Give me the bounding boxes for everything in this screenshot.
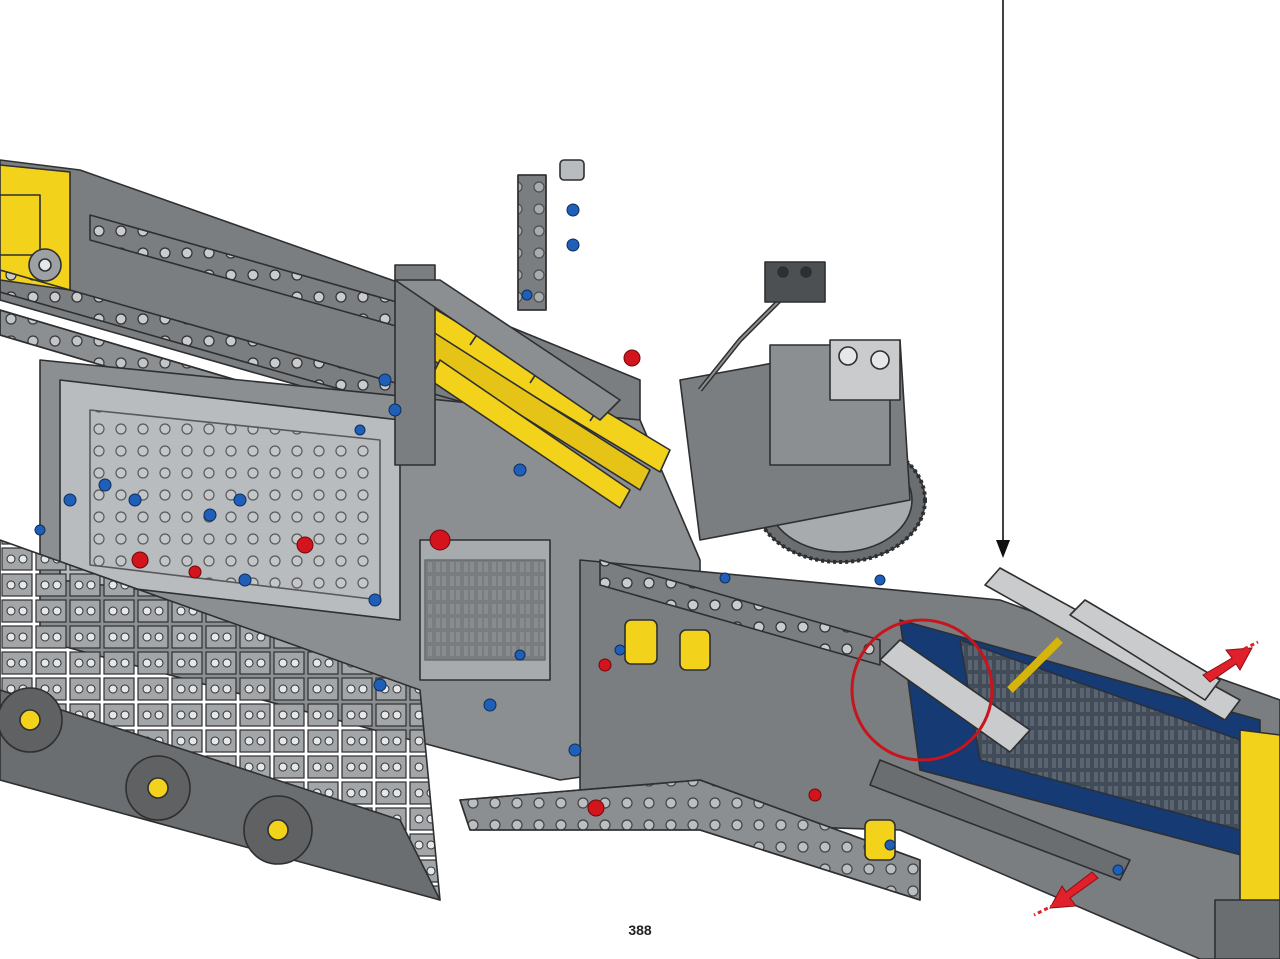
push-arrow-icon (1033, 640, 1259, 917)
insert-arrow-icon (996, 0, 1010, 558)
power-connector (764, 261, 826, 303)
callout-circle-icon (850, 618, 994, 762)
page-number: 388 (628, 922, 652, 938)
red-pins (131, 349, 822, 817)
blue-pins (34, 203, 1124, 876)
model-assembly (0, 159, 1280, 959)
